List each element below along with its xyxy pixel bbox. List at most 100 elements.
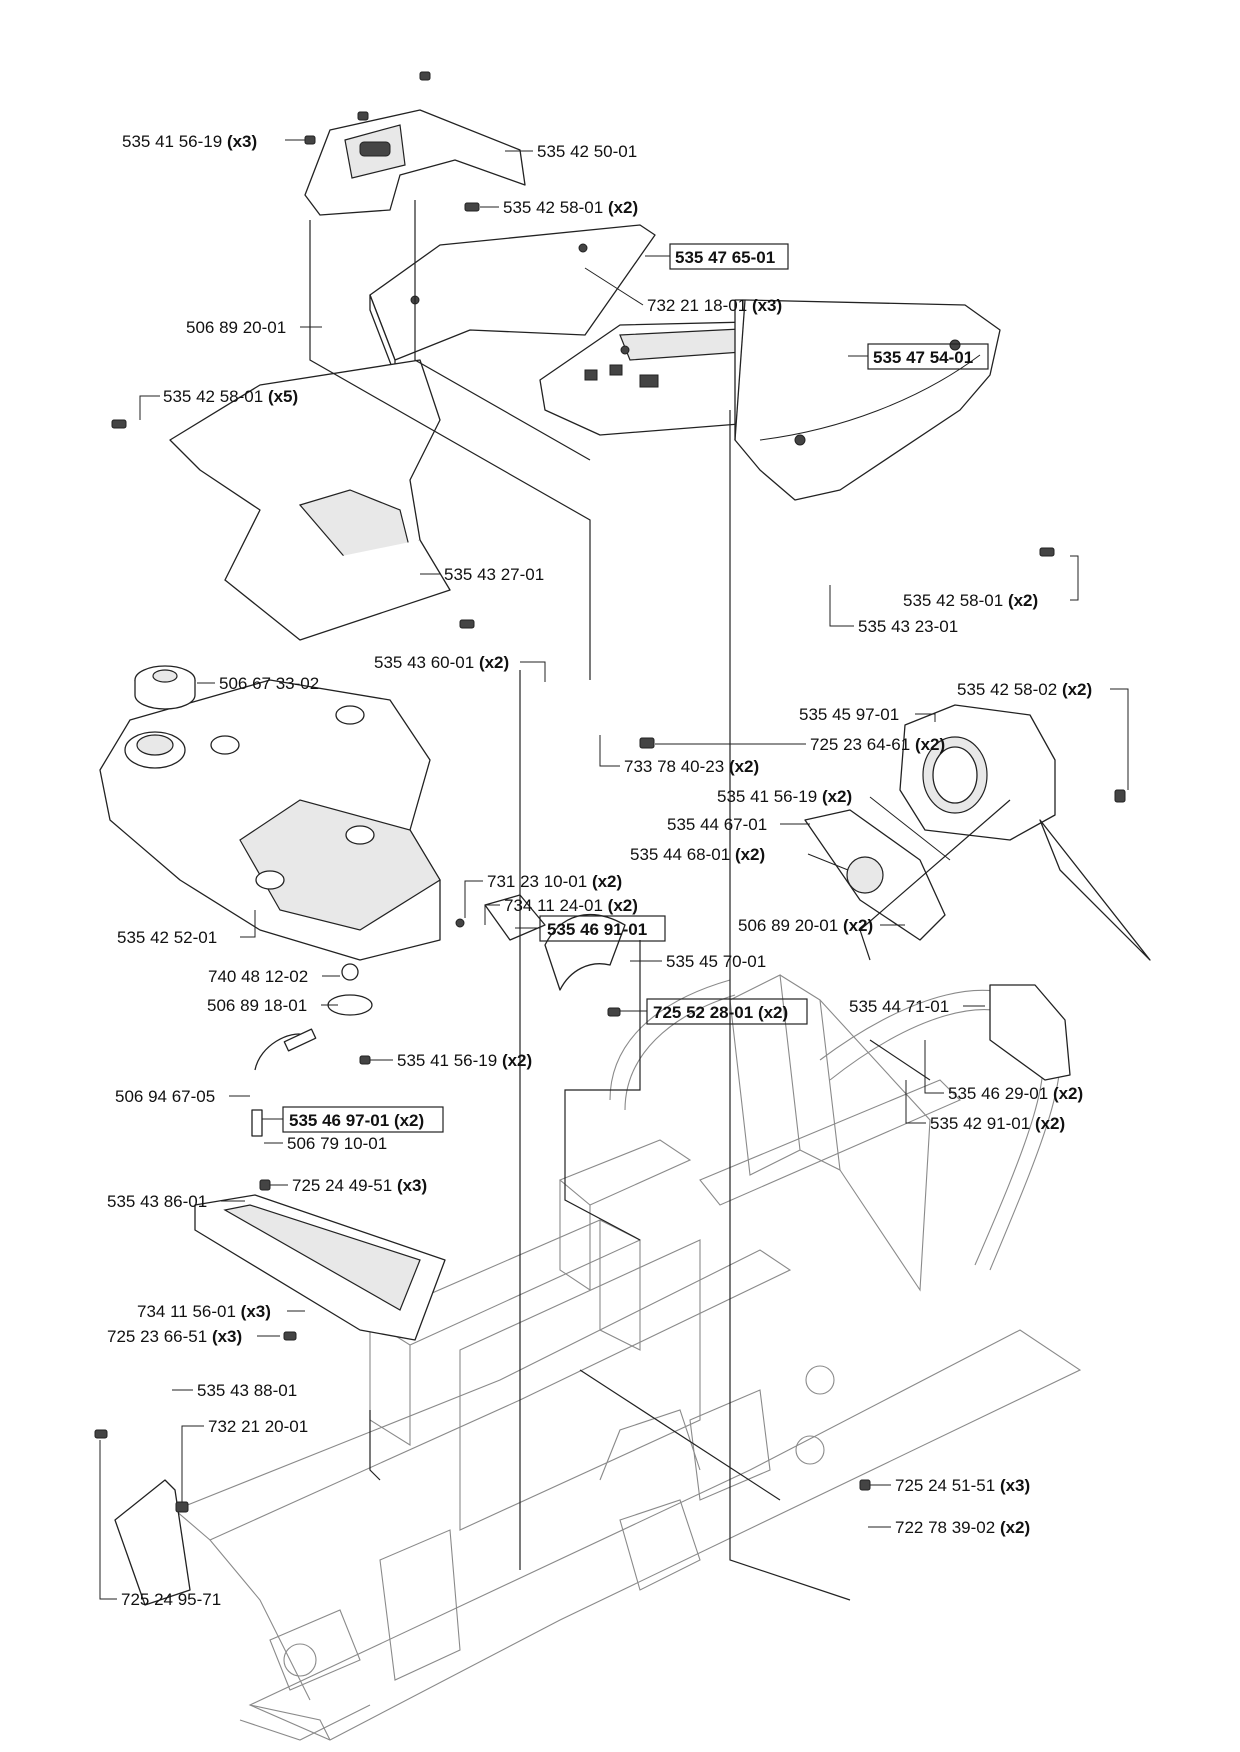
svg-text:734 11 56-01 (x3): 734 11 56-01 (x3) bbox=[137, 1302, 271, 1321]
part-label: 506 94 67-05 bbox=[115, 1087, 250, 1106]
dashboard-panel-part bbox=[369, 224, 656, 376]
part-label: 535 42 91-01 (x2) bbox=[905, 1080, 1065, 1133]
part-label: 535 42 58-01 (x2) bbox=[480, 198, 638, 217]
svg-text:535 47 65-01: 535 47 65-01 bbox=[675, 248, 775, 267]
part-label: 535 45 70-01 bbox=[630, 952, 766, 971]
part-label: 725 24 49-51 (x3) bbox=[268, 1176, 427, 1195]
svg-text:725 52 28-01 (x2): 725 52 28-01 (x2) bbox=[653, 1003, 788, 1022]
svg-text:535 43 88-01: 535 43 88-01 bbox=[197, 1381, 297, 1400]
part-label: 535 46 29-01 (x2) bbox=[924, 1040, 1083, 1103]
svg-text:722 78 39-02 (x2): 722 78 39-02 (x2) bbox=[895, 1518, 1030, 1537]
battery-tray-part bbox=[194, 1194, 446, 1341]
part-label: 535 42 50-01 bbox=[505, 142, 637, 161]
chassis-frame bbox=[173, 974, 1082, 1741]
svg-text:535 42 58-01 (x2): 535 42 58-01 (x2) bbox=[903, 591, 1038, 610]
svg-text:506 89 20-01 (x2): 506 89 20-01 (x2) bbox=[738, 916, 873, 935]
part-label: 734 11 56-01 (x3) bbox=[137, 1302, 305, 1321]
part-label: 535 44 67-01 bbox=[667, 815, 810, 834]
part-label: 740 48 12-02 bbox=[208, 967, 340, 986]
svg-text:535 44 67-01: 535 44 67-01 bbox=[667, 815, 767, 834]
svg-text:535 46 29-01 (x2): 535 46 29-01 (x2) bbox=[948, 1084, 1083, 1103]
console-cover-part bbox=[304, 109, 526, 216]
svg-text:535 46 91-01: 535 46 91-01 bbox=[547, 920, 647, 939]
part-label-boxed: 535 47 65-01 bbox=[645, 243, 789, 270]
svg-text:535 42 52-01: 535 42 52-01 bbox=[117, 928, 217, 947]
svg-text:732 21 20-01: 732 21 20-01 bbox=[208, 1417, 308, 1436]
part-label: 506 89 18-01 bbox=[207, 996, 338, 1015]
svg-text:725 24 51-51 (x3): 725 24 51-51 (x3) bbox=[895, 1476, 1030, 1495]
part-label: 535 43 86-01 bbox=[107, 1192, 245, 1211]
part-label: 725 24 51-51 (x3) bbox=[870, 1476, 1030, 1495]
svg-text:535 43 60-01 (x2): 535 43 60-01 (x2) bbox=[374, 653, 509, 672]
part-label: 725 23 64-61 (x2) bbox=[655, 735, 945, 754]
svg-text:535 44 71-01: 535 44 71-01 bbox=[849, 997, 949, 1016]
part-label: 535 43 23-01 bbox=[829, 585, 958, 636]
part-label: 733 78 40-23 (x2) bbox=[599, 735, 759, 776]
svg-text:725 23 64-61 (x2): 725 23 64-61 (x2) bbox=[810, 735, 945, 754]
fender-left-part bbox=[169, 359, 451, 641]
svg-text:535 45 70-01: 535 45 70-01 bbox=[666, 952, 766, 971]
part-label: 506 89 20-01 bbox=[186, 318, 322, 337]
svg-text:731 23 10-01 (x2): 731 23 10-01 (x2) bbox=[487, 872, 622, 891]
svg-text:740 48 12-02: 740 48 12-02 bbox=[208, 967, 308, 986]
svg-text:535 42 50-01: 535 42 50-01 bbox=[537, 142, 637, 161]
part-label: 535 41 56-19 (x2) bbox=[717, 787, 951, 861]
part-label: 535 42 58-01 (x2) bbox=[903, 555, 1079, 610]
svg-text:535 42 58-02 (x2): 535 42 58-02 (x2) bbox=[957, 680, 1092, 699]
svg-text:733 78 40-23 (x2): 733 78 40-23 (x2) bbox=[624, 757, 759, 776]
screw-icons bbox=[94, 71, 1126, 1513]
part-label: 506 67 33-02 bbox=[197, 674, 319, 693]
part-label: 731 23 10-01 (x2) bbox=[464, 872, 622, 918]
assembly-lines bbox=[309, 200, 1011, 1601]
svg-text:734 11 24-01 (x2): 734 11 24-01 (x2) bbox=[504, 896, 638, 915]
fuel-cap-part bbox=[134, 665, 196, 710]
side-plate-part bbox=[114, 1479, 191, 1606]
svg-text:535 42 58-01 (x2): 535 42 58-01 (x2) bbox=[503, 198, 638, 217]
part-label: 734 11 24-01 (x2) bbox=[484, 896, 638, 925]
light-assembly-part bbox=[804, 809, 946, 941]
svg-text:535 44 68-01 (x2): 535 44 68-01 (x2) bbox=[630, 845, 765, 864]
part-label: 535 45 97-01 bbox=[799, 705, 936, 724]
svg-text:506 89 18-01: 506 89 18-01 bbox=[207, 996, 307, 1015]
svg-text:506 89 20-01: 506 89 20-01 bbox=[186, 318, 286, 337]
part-label: 732 21 18-01 (x3) bbox=[584, 267, 782, 315]
fuel-sender-part bbox=[251, 963, 373, 1137]
housing-right-part bbox=[899, 704, 1056, 841]
svg-text:535 43 23-01: 535 43 23-01 bbox=[858, 617, 958, 636]
switch-bracket-part bbox=[455, 894, 626, 991]
part-label: 535 42 52-01 bbox=[117, 910, 256, 947]
part-label-boxed: 535 47 54-01 bbox=[848, 343, 989, 370]
svg-text:535 43 27-01: 535 43 27-01 bbox=[444, 565, 544, 584]
part-label: 506 79 10-01 bbox=[264, 1134, 387, 1153]
part-label: 535 43 88-01 bbox=[172, 1381, 297, 1400]
svg-text:535 46 97-01 (x2): 535 46 97-01 (x2) bbox=[289, 1111, 424, 1130]
part-label: 535 41 56-19 (x3) bbox=[122, 132, 305, 151]
part-label: 535 42 58-02 (x2) bbox=[957, 680, 1129, 790]
part-label-boxed: 535 46 91-01 bbox=[515, 915, 666, 942]
svg-text:535 41 56-19 (x2): 535 41 56-19 (x2) bbox=[397, 1051, 532, 1070]
svg-text:535 45 97-01: 535 45 97-01 bbox=[799, 705, 899, 724]
svg-text:535 42 91-01 (x2): 535 42 91-01 (x2) bbox=[930, 1114, 1065, 1133]
part-label: 732 21 20-01 bbox=[181, 1417, 308, 1505]
svg-text:725 24 95-71: 725 24 95-71 bbox=[121, 1590, 221, 1609]
side-panel-right-part bbox=[734, 299, 1001, 501]
part-label: 535 43 60-01 (x2) bbox=[374, 653, 546, 682]
part-label: 725 23 66-51 (x3) bbox=[107, 1327, 280, 1346]
svg-text:725 24 49-51 (x3): 725 24 49-51 (x3) bbox=[292, 1176, 427, 1195]
svg-text:535 41 56-19 (x2): 535 41 56-19 (x2) bbox=[717, 787, 852, 806]
part-label: 535 44 68-01 (x2) bbox=[630, 845, 849, 871]
side-shield-part bbox=[989, 819, 1151, 1081]
part-label-boxed: 535 46 97-01 (x2) bbox=[262, 1106, 444, 1133]
part-label: 722 78 39-02 (x2) bbox=[868, 1518, 1030, 1537]
part-label: 535 43 27-01 bbox=[420, 565, 544, 584]
svg-text:506 94 67-05: 506 94 67-05 bbox=[115, 1087, 215, 1106]
svg-text:725 23 66-51 (x3): 725 23 66-51 (x3) bbox=[107, 1327, 242, 1346]
part-label-boxed: 725 52 28-01 (x2) bbox=[620, 998, 808, 1025]
part-label: 535 42 58-01 (x5) bbox=[139, 387, 298, 420]
svg-text:535 42 58-01 (x5): 535 42 58-01 (x5) bbox=[163, 387, 298, 406]
part-label: 725 24 95-71 bbox=[99, 1440, 221, 1609]
fuel-tank-part bbox=[99, 679, 441, 961]
svg-text:535 43 86-01: 535 43 86-01 bbox=[107, 1192, 207, 1211]
svg-text:535 47 54-01: 535 47 54-01 bbox=[873, 348, 973, 367]
part-label: 535 44 71-01 bbox=[849, 997, 985, 1016]
